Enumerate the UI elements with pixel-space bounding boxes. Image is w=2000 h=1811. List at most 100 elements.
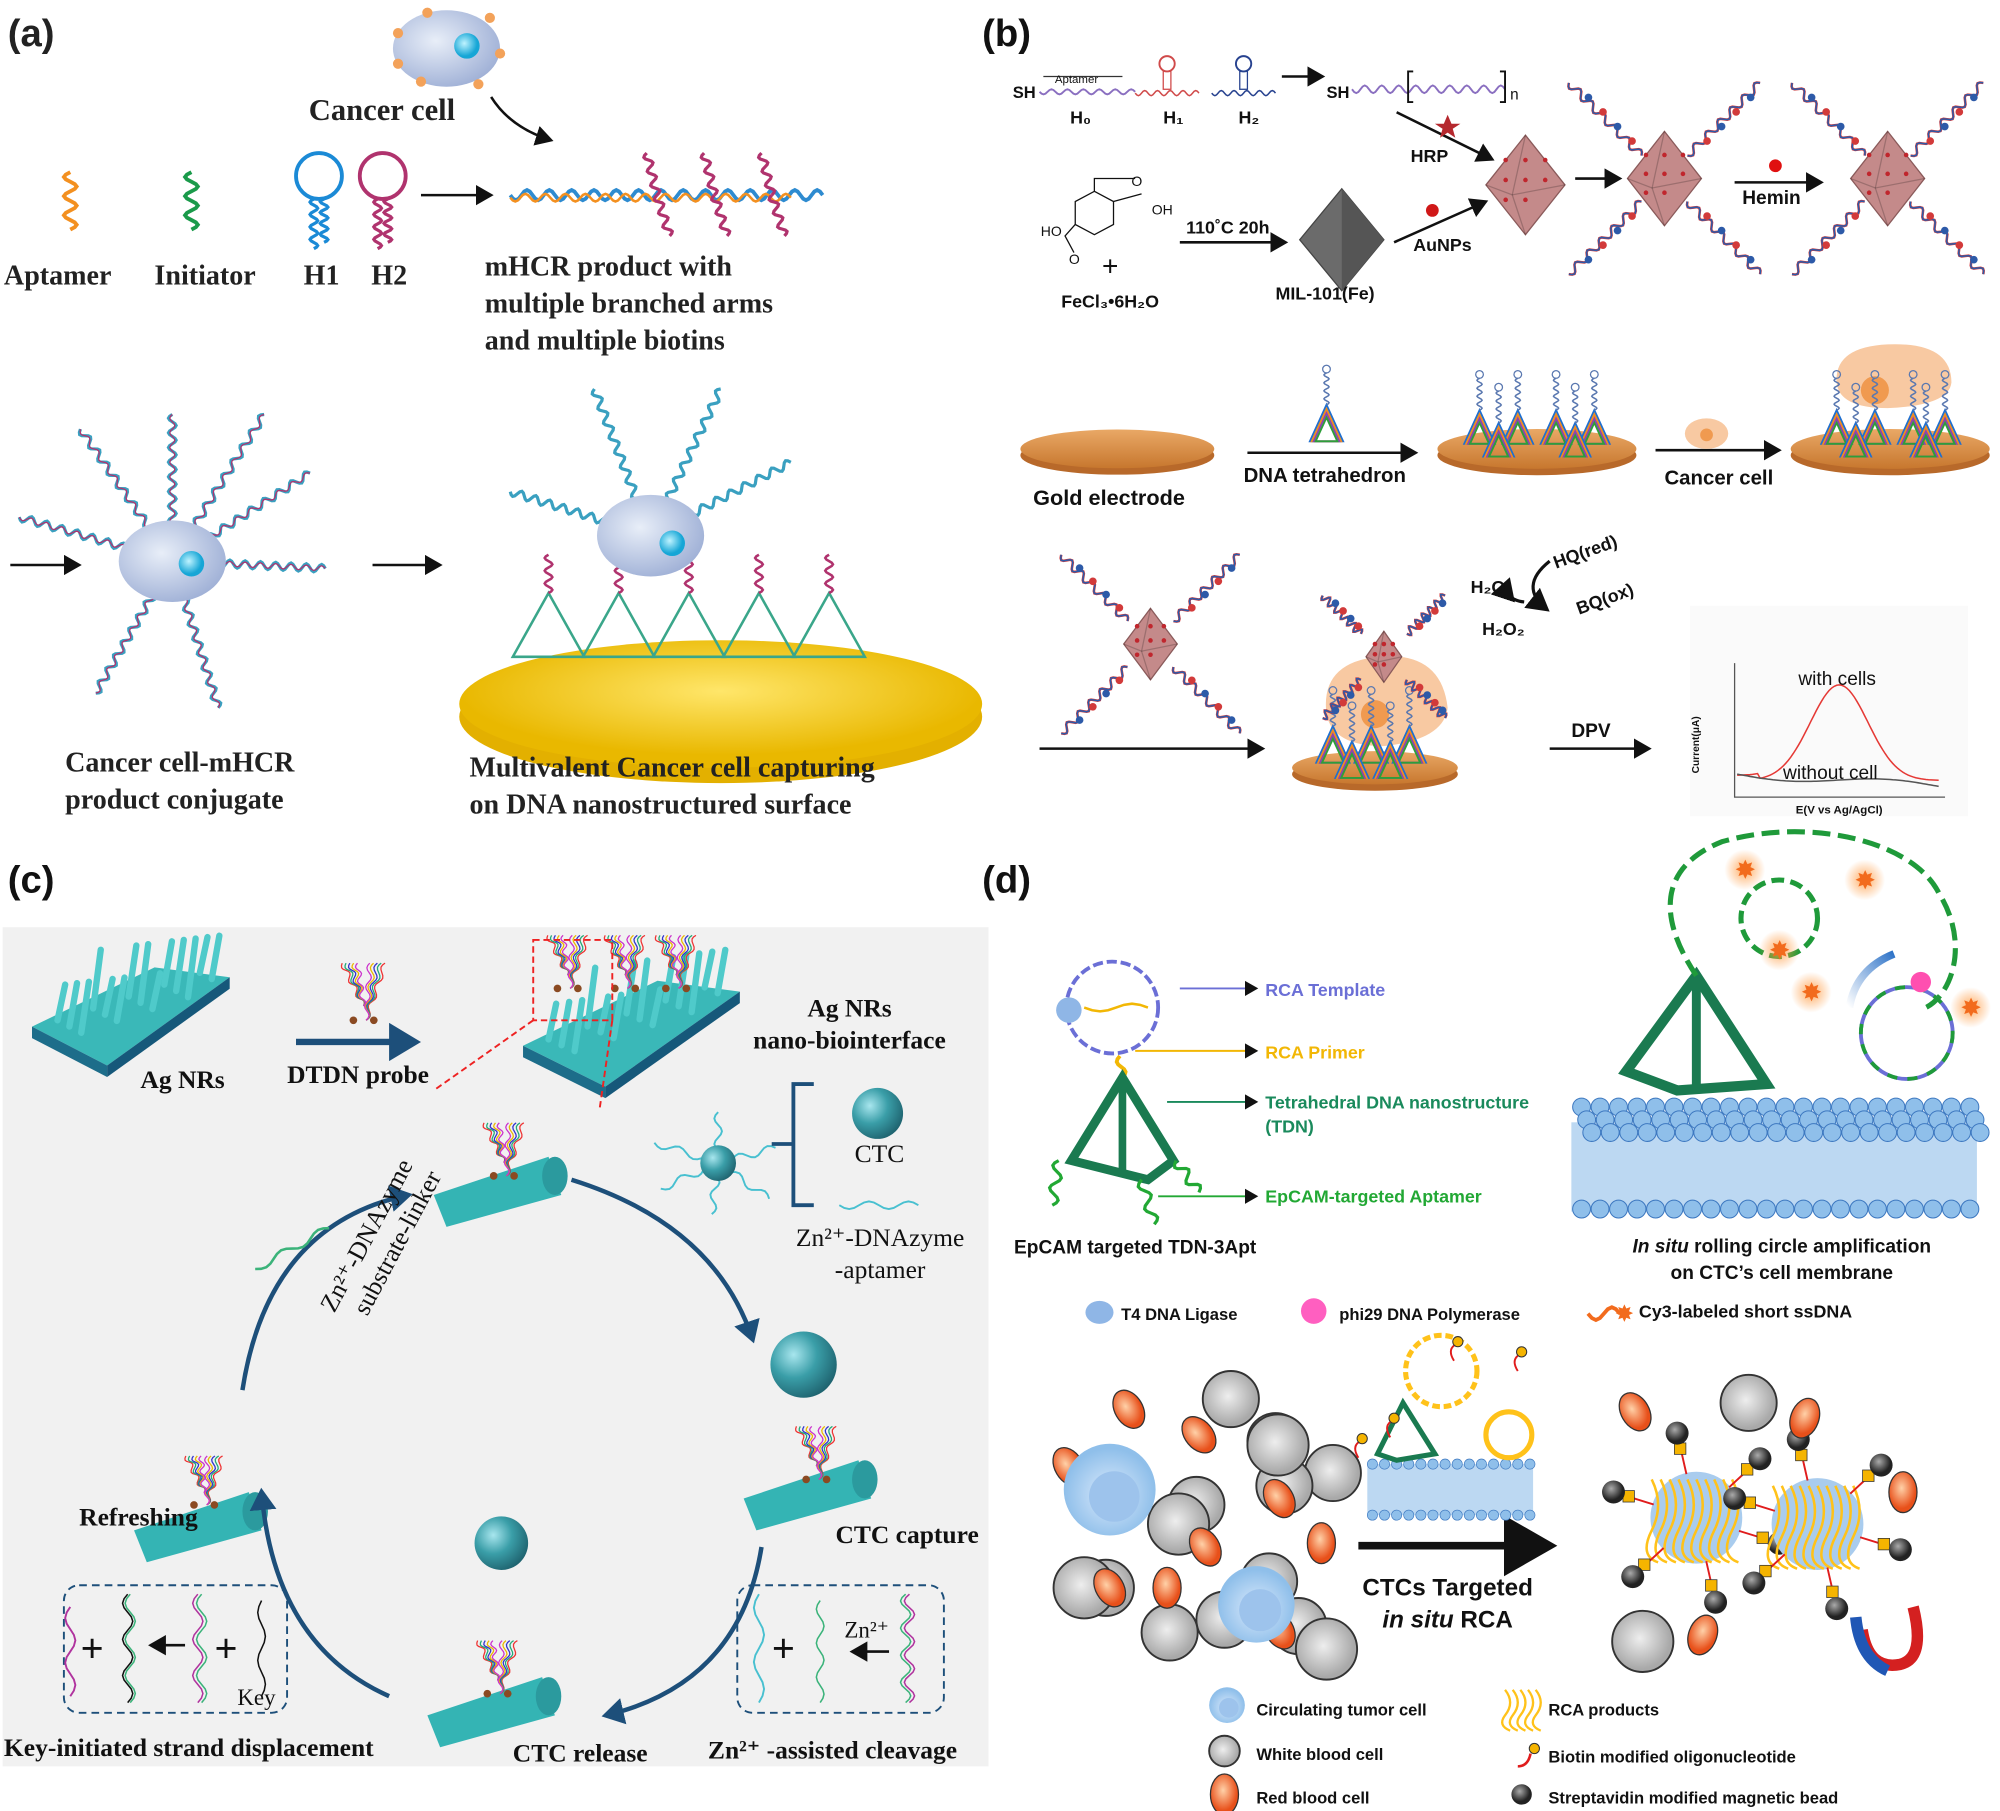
ctc-icon bbox=[1063, 1443, 1156, 1536]
membrane-core bbox=[1367, 1464, 1534, 1516]
red-blood-cell-icon bbox=[1262, 1478, 1296, 1519]
without-cell-label: without cell bbox=[1782, 763, 1878, 784]
receptor-dot bbox=[392, 28, 404, 39]
tdn-3apt-icon bbox=[1047, 959, 1203, 1226]
magnet-blue bbox=[1850, 1616, 1891, 1676]
biotin-icon bbox=[1452, 1336, 1464, 1348]
hairpin-loop bbox=[1089, 702, 1097, 711]
linker-icon bbox=[815, 1600, 825, 1704]
hairpin-loop bbox=[1339, 607, 1347, 615]
lipid-head bbox=[1582, 1123, 1602, 1142]
hairpin-loop bbox=[1628, 212, 1636, 220]
captured-ctc-icon bbox=[770, 1331, 837, 1398]
repeat-bracket bbox=[1407, 70, 1506, 103]
probe-strand bbox=[808, 1425, 820, 1467]
aunp-dot bbox=[1372, 662, 1378, 667]
ctc-icon bbox=[1218, 1566, 1295, 1643]
hairpin-loop bbox=[1214, 702, 1223, 711]
aptamer-leg bbox=[1047, 1159, 1064, 1207]
surface-tetrahedron-icon bbox=[1819, 369, 1854, 445]
without-cell-curve bbox=[1737, 773, 1939, 788]
octahedron-edge bbox=[1377, 631, 1385, 663]
aunp-dot bbox=[1390, 641, 1396, 647]
probe-loop bbox=[1551, 369, 1561, 379]
tetrahedron-edge bbox=[1339, 751, 1365, 779]
lipid-head bbox=[1904, 1199, 1924, 1219]
platform-side bbox=[523, 1045, 606, 1099]
key-label: Key bbox=[237, 1685, 276, 1710]
surface-tetrahedron-icon bbox=[1353, 686, 1390, 764]
dnazyme-aptamer-icon bbox=[838, 1200, 919, 1211]
white-blood-cell-icon bbox=[1201, 1370, 1260, 1429]
aunp-dot bbox=[1643, 190, 1649, 196]
lipid-head bbox=[1646, 1199, 1665, 1219]
magnetic-bead bbox=[1723, 1486, 1747, 1510]
mini-template-icon bbox=[1483, 1409, 1535, 1461]
aunp-dot bbox=[1542, 157, 1548, 163]
biotin-streptavidin bbox=[1756, 1531, 1769, 1544]
ho-label: HO bbox=[1041, 223, 1062, 239]
cell-membrane-icon bbox=[1571, 1097, 1990, 1219]
anchor bbox=[574, 984, 582, 993]
hairpin-loop bbox=[1415, 622, 1424, 631]
white-blood-cell-icon bbox=[1140, 1603, 1199, 1662]
with-cells-label: with cells bbox=[1797, 669, 1876, 690]
lipid-head bbox=[1637, 1123, 1657, 1142]
plus-sign-2: + bbox=[214, 1626, 237, 1671]
cell-body bbox=[596, 494, 705, 577]
rca-primer-label: RCA Primer bbox=[1265, 1043, 1365, 1063]
h1-label: H₁ bbox=[1163, 108, 1183, 128]
probe-strand bbox=[198, 1455, 208, 1494]
aunp-dot bbox=[1680, 171, 1686, 177]
o-label-2: O bbox=[1069, 251, 1080, 267]
plus-sign-3: + bbox=[772, 1626, 795, 1671]
tetrahedron-edge bbox=[1468, 420, 1491, 445]
lipid-head bbox=[1415, 1458, 1427, 1470]
reaction-conditions: 110˚C 20h bbox=[1186, 217, 1269, 237]
aunp-dot bbox=[1523, 177, 1528, 183]
surface-tetrahedron-icon bbox=[1577, 369, 1612, 445]
capture-arm bbox=[753, 553, 765, 595]
dna-tetrahedron-icon bbox=[1308, 364, 1345, 443]
released-ctc-icon bbox=[474, 1516, 529, 1570]
mil-101-octahedron-icon bbox=[1298, 187, 1385, 292]
nanorod bbox=[113, 974, 128, 1025]
hairpin-loop bbox=[1599, 108, 1607, 116]
biotin-oligo-icon bbox=[1386, 1421, 1392, 1438]
curved-arrow bbox=[490, 96, 554, 146]
hairpin-loop bbox=[1346, 614, 1355, 623]
bq-label: BQ(ox) bbox=[1574, 579, 1637, 618]
bonds bbox=[1064, 177, 1142, 253]
rca-strand bbox=[1508, 1689, 1519, 1732]
white-blood-cell-icon bbox=[1246, 1413, 1310, 1477]
lipid-head bbox=[1451, 1509, 1463, 1521]
capture-line-1: Multivalent Cancer cell capturing bbox=[469, 753, 874, 784]
interface-line-1: Ag NRs bbox=[807, 993, 891, 1022]
h1-hairpin-icon bbox=[1134, 55, 1200, 97]
nanorod bbox=[558, 998, 573, 1049]
anchor bbox=[631, 984, 640, 993]
probe-assembly-arms bbox=[1567, 81, 1762, 276]
aunp-dot bbox=[1903, 171, 1909, 177]
lipid-head bbox=[1366, 1458, 1378, 1470]
hairpin-loop bbox=[1584, 255, 1593, 264]
plus-sign: + bbox=[1102, 250, 1118, 281]
lipid-head bbox=[1701, 1199, 1721, 1219]
probe-loop bbox=[1921, 382, 1931, 392]
dpv-label: DPV bbox=[1571, 721, 1611, 742]
aunp-dot bbox=[1523, 157, 1528, 163]
cancer-cell-icon bbox=[392, 7, 506, 90]
ctcs-targeted-line-2: in situ RCA bbox=[1382, 1606, 1513, 1633]
cy3-star-icon: ✸ bbox=[1960, 993, 1981, 1022]
cy3-glow bbox=[1724, 849, 1766, 891]
nanorod bbox=[649, 986, 664, 1029]
hairpin-stem bbox=[381, 197, 394, 244]
cy3-glow bbox=[1844, 859, 1886, 901]
dnazyme-aptamer-line-2: -aptamer bbox=[835, 1255, 926, 1284]
probe-loop bbox=[1570, 382, 1580, 392]
lipid-head bbox=[1859, 1123, 1879, 1142]
lipid-head bbox=[1512, 1458, 1524, 1470]
initiator-label: Initiator bbox=[154, 260, 255, 291]
rca-strand bbox=[1689, 1478, 1704, 1564]
tetrahedron-edge bbox=[1320, 736, 1346, 764]
